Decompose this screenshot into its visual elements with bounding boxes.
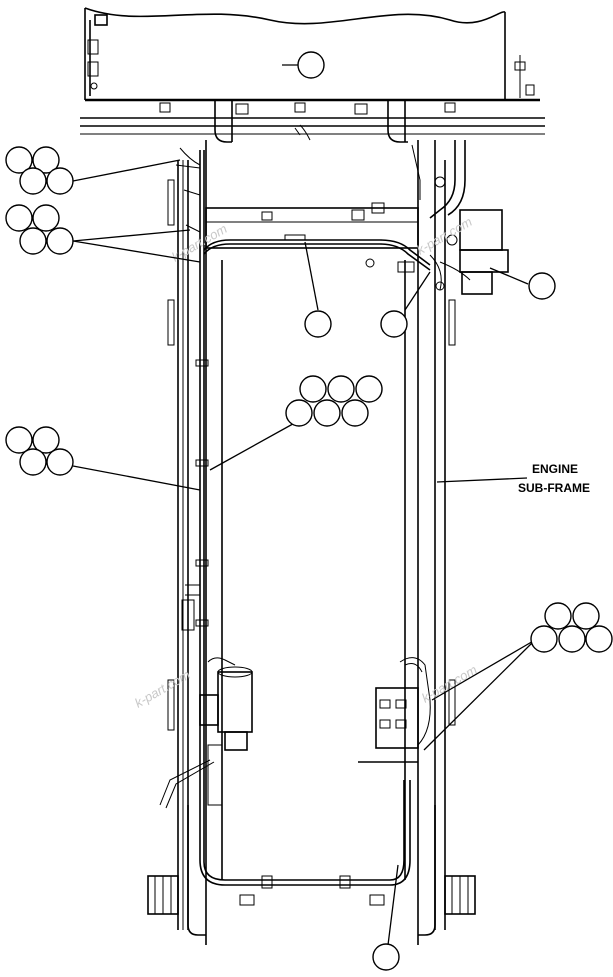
leader-group-3: [72, 465, 201, 491]
leader-lines: [72, 64, 536, 946]
balloon-mid-1: [304, 310, 332, 338]
reference-balloons: [5, 51, 613, 971]
balloon-g4-d: [285, 399, 313, 427]
balloon-g3-a: [5, 426, 33, 454]
balloon-g4-c: [355, 375, 383, 403]
balloon-g5-a: [544, 602, 572, 630]
engine-subframe-label-line2: SUB-FRAME: [518, 481, 590, 495]
balloon-bottom: [372, 943, 400, 971]
upper-cab-assembly: [80, 7, 545, 143]
balloon-g2-d: [46, 227, 74, 255]
balloon-g2-b: [32, 204, 60, 232]
balloon-g4-a: [299, 375, 327, 403]
balloon-top-center: [297, 51, 325, 79]
leader-group-1: [72, 159, 181, 182]
main-wiring-harness: [175, 124, 471, 889]
leader-mid-1: [304, 241, 319, 311]
balloon-g4-b: [327, 375, 355, 403]
balloon-g5-c: [530, 625, 558, 653]
balloon-g4-e: [313, 399, 341, 427]
rear-axle-assembly: [147, 805, 476, 936]
text-labels: ENGINE SUB-FRAME: [518, 462, 590, 495]
engine-subframe-label-line1: ENGINE: [532, 462, 578, 476]
balloon-g3-c: [19, 448, 47, 476]
balloon-g1-a: [5, 146, 33, 174]
balloon-g1-c: [19, 167, 47, 195]
leader-bottom: [387, 864, 399, 946]
balloon-g3-d: [46, 448, 74, 476]
balloon-g3-b: [32, 426, 60, 454]
leader-group-4: [209, 419, 301, 471]
balloon-right-1: [528, 272, 556, 300]
leader-right-1: [489, 267, 529, 285]
leader-mid-2: [404, 271, 431, 311]
valve-block-component: [358, 657, 431, 763]
watermarks: k-part.com k-part.com k-part.com k-part.…: [132, 214, 480, 711]
balloon-g1-b: [32, 146, 60, 174]
frame-rails: [167, 140, 509, 945]
balloon-g5-d: [558, 625, 586, 653]
balloon-mid-2: [380, 310, 408, 338]
balloon-g5-b: [572, 602, 600, 630]
balloon-g5-e: [585, 625, 613, 653]
watermark-3: k-part.com: [132, 667, 193, 711]
leader-group-5b: [423, 639, 536, 751]
leader-group-5a: [431, 639, 536, 701]
balloon-g1-d: [46, 167, 74, 195]
leader-engine-subframe: [436, 477, 528, 483]
balloon-g4-f: [341, 399, 369, 427]
starter-motor-component: [159, 657, 253, 809]
balloon-g2-c: [19, 227, 47, 255]
leader-group-2a: [72, 229, 191, 242]
balloon-g2-a: [5, 204, 33, 232]
leader-group-2b: [72, 240, 201, 263]
